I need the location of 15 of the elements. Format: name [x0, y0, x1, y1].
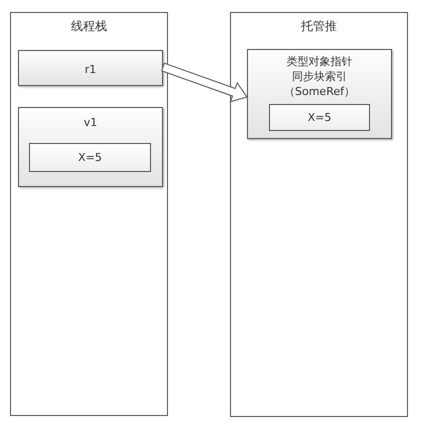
block-arrow	[161, 62, 248, 102]
object-box	[247, 49, 392, 139]
box-title: v1	[82, 115, 98, 130]
reference-box	[18, 50, 163, 86]
panel-title: 线程栈	[70, 19, 108, 34]
box-title: （SomeRef）	[283, 84, 356, 99]
field-box: X=5	[29, 143, 151, 172]
field-box: X=5	[269, 104, 370, 131]
box-title: r1	[84, 62, 98, 77]
box-title: 类型对象指针	[286, 54, 354, 69]
box-title: 同步块索引	[291, 69, 348, 84]
stack-panel	[10, 12, 168, 416]
panel-title: 托管推	[300, 19, 338, 34]
heap-panel	[230, 12, 408, 417]
value-box	[18, 107, 163, 187]
